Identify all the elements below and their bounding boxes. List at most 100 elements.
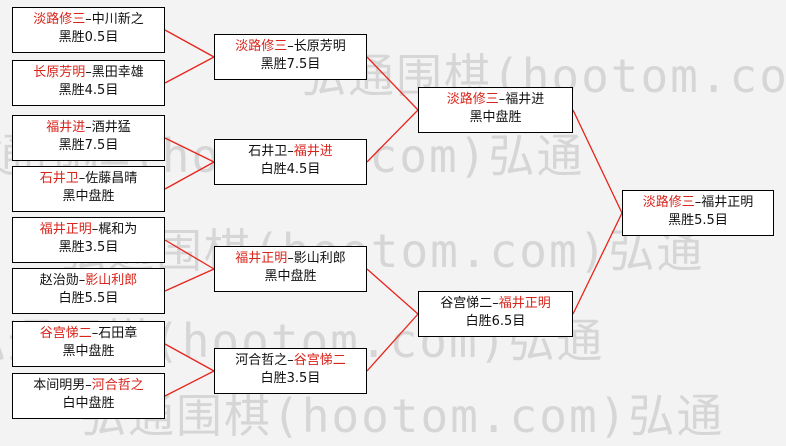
versus-dash: – [85, 378, 92, 393]
player-black-name: 福井正明 [235, 251, 288, 266]
player-black-name: 石井卫 [248, 144, 288, 159]
round1-match-box: 淡路修三–中川新之黑胜0.5目 [12, 7, 165, 53]
bracket-connector-line [164, 370, 215, 397]
result-text: 黑中盘胜 [469, 110, 522, 125]
matchup-line: 长原芳明–黑田幸雄 [13, 64, 164, 82]
player-white-name: 酒井猛 [91, 120, 131, 135]
bracket-connector-line [572, 212, 623, 315]
result-text: 白胜3.5目 [260, 371, 321, 386]
player-white-name: 谷宫悌二 [293, 353, 346, 368]
player-black-name: 谷宫悌二 [440, 296, 493, 311]
matchup-line: 淡路修三–长原芳明 [215, 38, 366, 56]
bracket-connectors [164, 29, 623, 397]
matchup-line: 石井卫–佐藤昌晴 [13, 170, 164, 188]
versus-dash: – [287, 251, 294, 266]
versus-dash: – [287, 39, 294, 54]
matchup-line: 福井进–酒井猛 [13, 119, 164, 137]
semifinal-match-box: 谷宫悌二–福井正明白胜6.5目 [418, 291, 573, 337]
player-black-name: 淡路修三 [33, 12, 86, 27]
round1-match-box: 石井卫–佐藤昌晴黑中盘胜 [12, 166, 165, 212]
bracket-connector-line [164, 343, 215, 372]
round2-match-box: 淡路修三–长原芳明黑胜7.5目 [214, 34, 367, 80]
result-text: 白胜5.5目 [58, 291, 119, 306]
bracket-connector-line [164, 239, 215, 270]
round1-match-box: 赵治勋–影山利郎白胜5.5目 [12, 268, 165, 314]
player-white-name: 中川新之 [91, 12, 144, 27]
player-white-name: 影山利郎 [293, 251, 346, 266]
result-text: 黑胜7.5目 [58, 138, 119, 153]
versus-dash: – [78, 171, 86, 186]
versus-dash: – [498, 92, 506, 107]
matchup-line: 福井正明–影山利郎 [215, 250, 366, 268]
player-white-name: 福井进 [505, 92, 545, 107]
player-black-name: 福井进 [46, 120, 86, 135]
versus-dash: – [694, 195, 702, 210]
round1-match-box: 本间明男–河合哲之白中盘胜 [12, 373, 165, 419]
result-text: 黑中盘胜 [62, 189, 115, 204]
matchup-line: 河合哲之–谷宫悌二 [215, 352, 366, 370]
matchup-line: 本间明男–河合哲之 [13, 377, 164, 395]
matchup-line: 淡路修三–福井进 [419, 91, 572, 109]
result-text: 黑中盘胜 [62, 344, 115, 359]
player-white-name: 长原芳明 [293, 39, 346, 54]
player-white-name: 福井正明 [701, 195, 754, 210]
player-black-name: 河合哲之 [235, 353, 288, 368]
bracket-connector-line [366, 268, 419, 315]
matchup-line: 淡路修三–中川新之 [13, 11, 164, 29]
matchup-line: 石井卫–福井进 [215, 143, 366, 161]
versus-dash: – [85, 12, 92, 27]
round1-match-box: 谷宫悌二–石田章黑中盘胜 [12, 321, 165, 367]
result-text: 白中盘胜 [62, 396, 115, 411]
result-text: 白胜6.5目 [465, 314, 526, 329]
result-text: 白胜4.5目 [260, 162, 321, 177]
matchup-line: 淡路修三–福井正明 [623, 194, 773, 212]
result-text: 黑胜7.5目 [260, 57, 321, 72]
bracket-connector-line [366, 313, 419, 372]
bracket-connector-line [164, 56, 215, 84]
bracket-connector-line [164, 268, 215, 292]
player-white-name: 石田章 [98, 326, 138, 341]
result-text: 黑胜5.5目 [668, 213, 728, 228]
semifinal-match-box: 淡路修三–福井进黑中盘胜 [418, 87, 573, 133]
player-black-name: 赵治勋 [39, 273, 79, 288]
matchup-line: 谷宫悌二–福井正明 [419, 295, 572, 313]
bracket-connector-line [572, 109, 623, 214]
versus-dash: – [287, 353, 294, 368]
round1-match-box: 长原芳明–黑田幸雄黑胜4.5目 [12, 60, 165, 106]
bracket-connector-line [164, 29, 215, 58]
player-white-name: 黑田幸雄 [91, 65, 144, 80]
player-black-name: 本间明男 [33, 378, 86, 393]
bracket-connector-line [164, 137, 215, 163]
versus-dash: – [287, 144, 294, 159]
player-black-name: 石井卫 [39, 171, 79, 186]
result-text: 黑胜0.5目 [58, 30, 119, 45]
player-white-name: 福井进 [293, 144, 333, 159]
player-black-name: 淡路修三 [446, 92, 499, 107]
result-text: 黑胜4.5目 [58, 83, 119, 98]
final-match-box: 淡路修三–福井正明黑胜5.5目 [622, 190, 774, 236]
player-white-name: 河合哲之 [91, 378, 144, 393]
player-white-name: 梶和为 [98, 222, 138, 237]
result-text: 黑中盘胜 [264, 269, 317, 284]
versus-dash: – [85, 65, 92, 80]
matchup-line: 福井正明–梶和为 [13, 221, 164, 239]
versus-dash: – [91, 326, 99, 341]
player-black-name: 淡路修三 [642, 195, 695, 210]
matchup-line: 谷宫悌二–石田章 [13, 325, 164, 343]
round2-match-box: 石井卫–福井进白胜4.5目 [214, 139, 367, 185]
player-black-name: 福井正明 [39, 222, 92, 237]
bracket-connector-line [164, 161, 215, 190]
round1-match-box: 福井进–酒井猛黑胜7.5目 [12, 115, 165, 161]
player-white-name: 影山利郎 [85, 273, 138, 288]
round2-match-box: 福井正明–影山利郎黑中盘胜 [214, 246, 367, 292]
player-white-name: 佐藤昌晴 [85, 171, 138, 186]
versus-dash: – [85, 120, 92, 135]
matchup-line: 赵治勋–影山利郎 [13, 272, 164, 290]
player-black-name: 淡路修三 [235, 39, 288, 54]
round2-match-box: 河合哲之–谷宫悌二白胜3.5目 [214, 348, 367, 394]
player-black-name: 谷宫悌二 [39, 326, 92, 341]
result-text: 黑胜3.5目 [58, 240, 119, 255]
versus-dash: – [91, 222, 99, 237]
bracket-connector-line [366, 109, 419, 163]
player-white-name: 福井正明 [498, 296, 551, 311]
